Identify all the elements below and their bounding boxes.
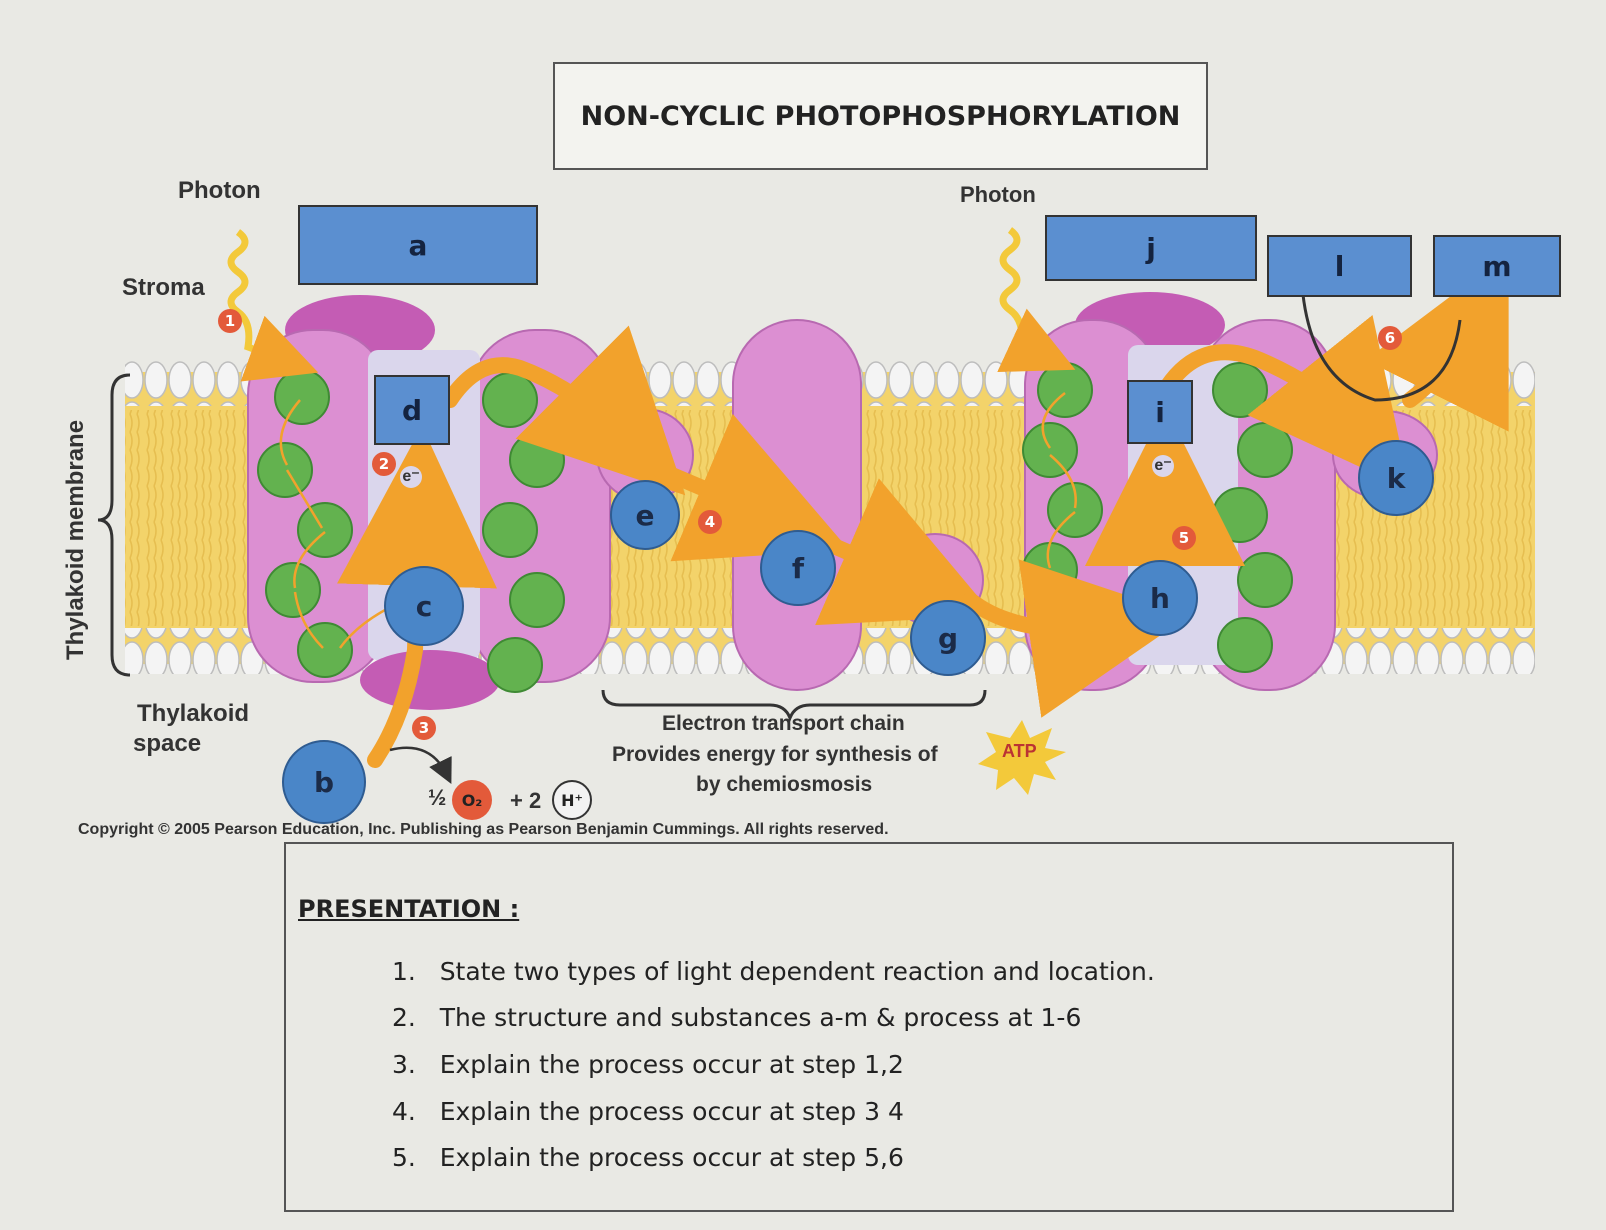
etc-label: Electron transport chain	[662, 712, 905, 735]
thylakoid-space-label-2: space	[133, 730, 202, 757]
label-box-j: j	[1045, 215, 1257, 281]
question-1: 1. State two types of light dependent re…	[392, 957, 1155, 986]
photon-left-squiggle	[227, 229, 319, 382]
label-box-l: l	[1267, 235, 1412, 297]
copyright-notice: Copyright © 2005 Pearson Education, Inc.…	[78, 821, 889, 838]
stroma-label: Stroma	[122, 274, 205, 301]
photon-right-squiggle	[997, 227, 1076, 373]
label-box-m: m	[1433, 235, 1561, 297]
step-2-marker: 2	[372, 452, 396, 476]
oxygen-molecule: O₂	[452, 780, 492, 820]
question-2: 2. The structure and substances a-m & pr…	[392, 1003, 1082, 1032]
electron-marker-ps2: e⁻	[400, 466, 422, 488]
question-3: 3. Explain the process occur at step 1,2	[392, 1050, 904, 1079]
nadp-arc	[1300, 284, 1462, 402]
label-circle-f: f	[760, 530, 836, 606]
label-circle-e: e	[610, 480, 680, 550]
step-6-marker: 6	[1378, 326, 1402, 350]
photon-label-left: Photon	[178, 177, 261, 204]
question-5: 5. Explain the process occur at step 5,6	[392, 1143, 904, 1172]
electron-marker-ps1: e⁻	[1152, 455, 1174, 477]
label-box-d: d	[374, 375, 450, 445]
label-circle-k: k	[1358, 440, 1434, 516]
label-circle-h: h	[1122, 560, 1198, 636]
step-1-marker: 1	[218, 309, 242, 333]
label-box-a: a	[298, 205, 538, 285]
step-5-marker: 5	[1172, 526, 1196, 550]
photon-label-right: Photon	[960, 182, 1036, 207]
etc-bracket	[601, 689, 987, 723]
electron-flow	[337, 252, 1509, 768]
thylakoid-space-label-1: Thylakoid	[137, 700, 250, 727]
membrane-brace	[97, 373, 131, 677]
presentation-heading: PRESENTATION :	[298, 895, 520, 923]
thylakoid-membrane-label: Thylakoid membrane	[62, 419, 89, 660]
label-circle-c: c	[384, 566, 464, 646]
energy-label-2: by chemiosmosis	[696, 773, 873, 796]
label-circle-g: g	[910, 600, 986, 676]
hydrogen-ion: H⁺	[552, 780, 592, 820]
plus-two-label: + 2	[510, 788, 542, 813]
atp-star	[978, 720, 1066, 795]
energy-label-1: Provides energy for synthesis of	[612, 743, 938, 766]
water-split-arrow	[389, 746, 452, 784]
diagram-title: NON-CYCLIC PHOTOPHOSPHORYLATION	[553, 62, 1208, 170]
presentation-box	[284, 842, 1454, 1212]
atp-label: ATP	[1002, 741, 1037, 761]
label-circle-b: b	[282, 740, 366, 824]
step-3-marker: 3	[412, 716, 436, 740]
question-4: 4. Explain the process occur at step 3 4	[392, 1097, 904, 1126]
step-4-marker: 4	[698, 510, 722, 534]
label-box-i: i	[1127, 380, 1193, 444]
half-label: ½	[428, 785, 447, 810]
